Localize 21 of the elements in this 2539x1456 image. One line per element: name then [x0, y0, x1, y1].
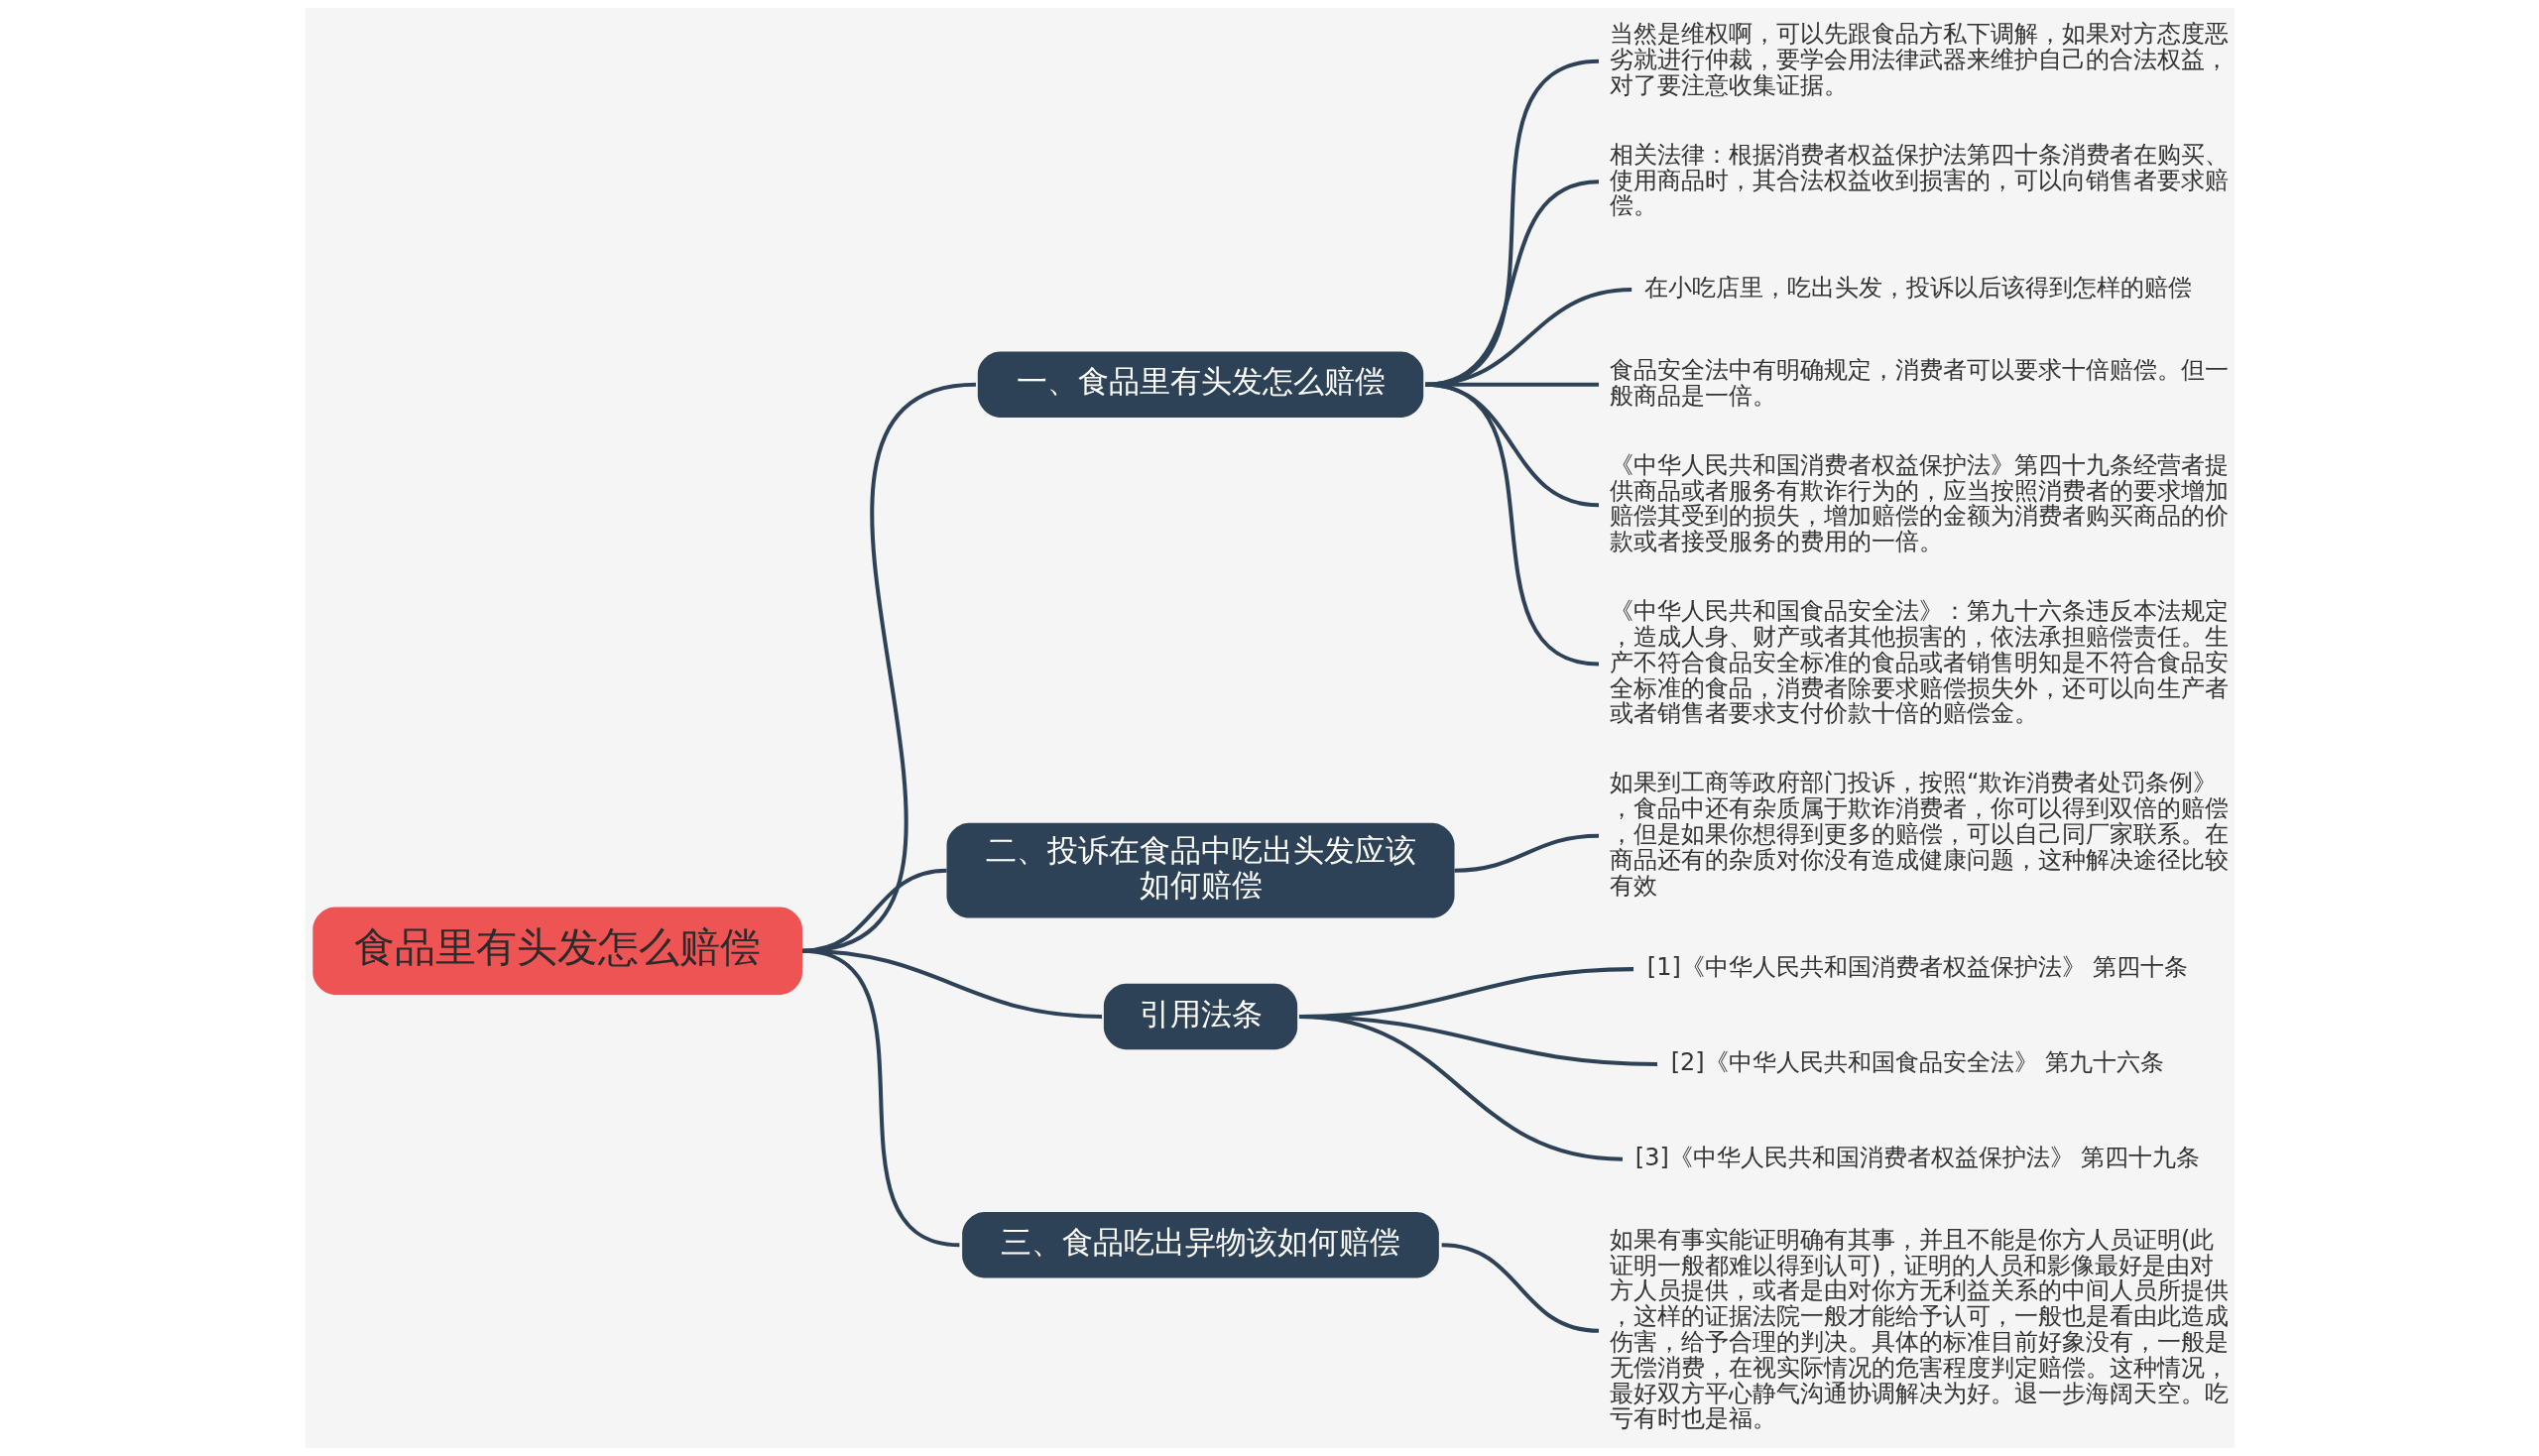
node-text: 当然是维权啊，可以先跟食品方私下调解，如果对方态度恶劣就进行仲裁，要学会用法律武器来维护自己的合法权益，对了要注意收集证据。	[1609, 20, 2229, 99]
connector	[1298, 1015, 1623, 1161]
node-text: 《中华人民共和国消费者权益保护法》第四十九条经营者提供商品或者服务有欺诈行为的，应当按照消费者的要求增加赔偿其受到的损失，增加赔偿的金额为消费者购买商品的价款或者接受服务的费用的一倍。	[1609, 450, 2229, 556]
node-box: 三、食品吃出异物该如何赔偿	[961, 1212, 1439, 1278]
connector	[1424, 382, 1599, 667]
node-box: 引用法条	[1103, 983, 1297, 1050]
node-text: 如果有事实能证明确有其事，并且不能是你方人员证明(此证明一般都难以得到认可)，证明的人员和影像最好是由对方人员提供，或者是由对你方无利益关系的中间人员所提供，这样的证据法院一般才能给予认可，一般也是看由此造成伤害，给予合理的判决。具体的标准目前好象没有，一般是无偿消费，在视实际情况的危害程度判定赔偿。这种情况，最好双方平心静气沟通协调解决为好。退一步海阔天空。吃亏有时也是福。	[1609, 1225, 2229, 1433]
node-text: [3]《中华人民共和国消费者权益保护法》 第四十九条	[1634, 1143, 2200, 1171]
node-text: [1]《中华人民共和国消费者权益保护法》 第四十条	[1646, 953, 2188, 982]
node-text: 相关法律：根据消费者权益保护法第四十条消费者在购买、使用商品时，其合法权益收到损害的，可以向销售者要求赔偿。	[1609, 140, 2229, 220]
connector	[1440, 1243, 1599, 1333]
node-text: [2]《中华人民共和国食品安全法》 第九十六条	[1670, 1048, 2164, 1077]
node-box: 二、投诉在食品中吃出头发应该如何赔偿	[946, 822, 1455, 918]
node-text: 《中华人民共和国食品安全法》：第九十六条违反本法规定，造成人身、财产或者其他损害的，依法承担赔偿责任。生产不符合食品安全标准的食品或者销售明知是不符合食品安全标准的食品，消费者除要求赔偿损失外，还可以向生产者或者销售者要求支付价款十倍的赔偿金。	[1609, 597, 2229, 728]
node-text: 食品安全法中有明确规定，消费者可以要求十倍赔偿。但一般商品是一倍。	[1609, 356, 2229, 410]
connector	[1453, 833, 1599, 873]
node-box: 一、食品里有头发怎么赔偿	[977, 351, 1423, 418]
node-text: 如果到工商等政府部门投诉，按照“欺诈消费者处罚条例》，食品中还有杂质属于欺诈消费者，你可以得到双倍的赔偿，但是如果你想得到更多的赔偿，可以自己同厂家联系。在商品还有的杂质对你没有造成健康问题，这种解决途径比较有效	[1609, 769, 2229, 900]
node-box: 食品里有头发怎么赔偿	[311, 907, 802, 995]
connector	[801, 948, 960, 1248]
node-text: 在小吃店里，吃出头发，投诉以后该得到怎样的赔偿	[1643, 274, 2192, 303]
